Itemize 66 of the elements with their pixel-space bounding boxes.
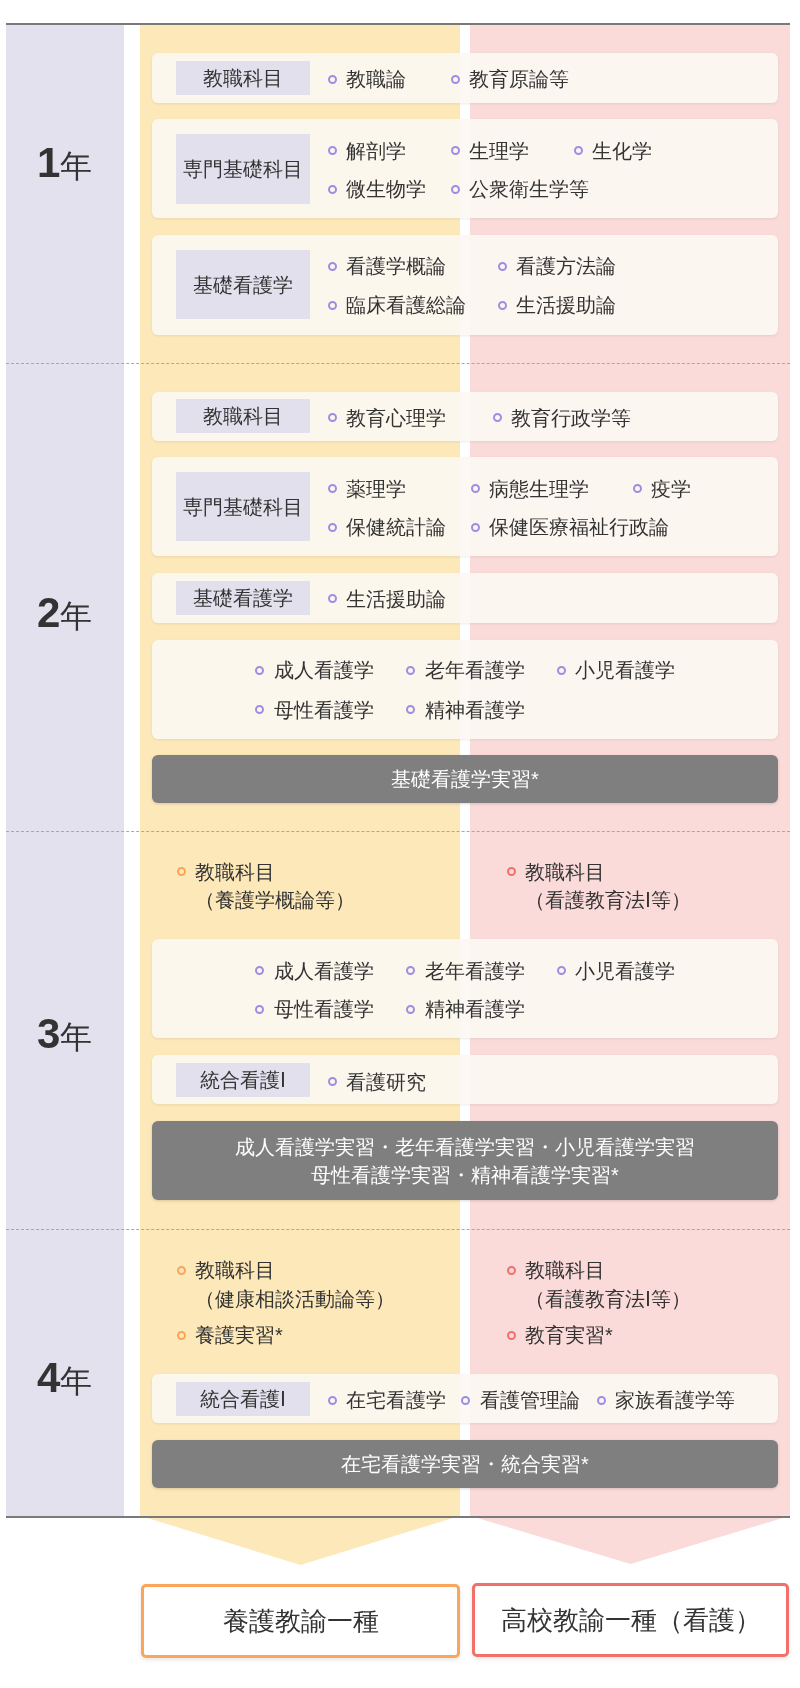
course-name: 臨床看護総論: [346, 293, 466, 318]
course-name: 成人看護学: [273, 658, 374, 683]
category-tag: 専門基礎科目: [176, 134, 310, 204]
course-name: 成人看護学: [273, 958, 374, 984]
course-name: 母性看護学: [273, 697, 374, 723]
practicum-bar: 基礎看護学実習*: [152, 755, 778, 803]
course-name: 教育心理学: [346, 405, 446, 431]
course-name: 教育行政学等: [511, 405, 632, 431]
course-name: 保健統計論: [346, 515, 446, 541]
course-name: 老年看護学: [424, 958, 525, 984]
category-tag: 教職科目: [176, 399, 310, 433]
course-name: 母性看護学: [273, 997, 374, 1023]
year-cell: [6, 363, 124, 831]
course-name: 教職科目: [525, 1258, 605, 1283]
category-tag: 統合看護Ⅰ: [176, 1063, 310, 1097]
course-name: 疫学: [651, 476, 691, 502]
year-cell: [6, 1229, 124, 1517]
course-name: 小児看護学: [575, 658, 675, 683]
year-label: 4年: [37, 1356, 93, 1403]
course-name: 保健医療福祉行政論: [489, 515, 669, 541]
qualification-box: 高校教諭一種（看護）: [472, 1583, 789, 1657]
course-name: 教職科目: [525, 859, 605, 885]
course-card: [152, 640, 778, 739]
course-name: 家族看護学等: [615, 1388, 735, 1413]
category-tag: 統合看護Ⅰ: [176, 1382, 310, 1416]
year-cell: [6, 24, 124, 363]
course-card: [152, 939, 778, 1038]
year-label: 2年: [37, 590, 93, 638]
course-note: （看護教育法Ⅰ等）: [525, 1287, 691, 1312]
year-cell: [6, 831, 124, 1229]
course-name: 教育原論等: [469, 67, 569, 92]
course-name: 小児看護学: [575, 958, 675, 984]
course-name: 教職論: [346, 67, 406, 92]
course-name: 養護実習*: [195, 1323, 283, 1348]
category-tag: 基礎看護学: [176, 581, 310, 615]
course-name: 生化学: [592, 138, 652, 164]
category-tag: 専門基礎科目: [176, 472, 310, 541]
course-name: 解剖学: [346, 138, 406, 164]
course-name: 教育実習*: [525, 1323, 613, 1348]
practicum-bar: 成人看護学実習・老年看護学実習・小児看護学実習母性看護学実習・精神看護学実習*: [152, 1121, 778, 1200]
course-name: 老年看護学: [424, 658, 525, 683]
course-name: 生理学: [469, 138, 529, 164]
course-note: （養護学概論等）: [195, 888, 355, 913]
course-name: 看護方法論: [516, 254, 616, 279]
course-name: 教職科目: [195, 1258, 275, 1283]
course-name: 看護研究: [346, 1069, 426, 1095]
practicum-bar: 在宅看護学実習・統合実習*: [152, 1440, 778, 1488]
category-tag: 基礎看護学: [176, 250, 310, 319]
qualification-box: 養護教諭一種: [141, 1584, 460, 1658]
course-name: 生活援助論: [346, 586, 446, 612]
course-note: （看護教育法Ⅰ等）: [525, 888, 691, 913]
course-name: 教職科目: [195, 859, 275, 885]
course-name: 薬理学: [346, 476, 406, 502]
course-name: 精神看護学: [424, 997, 525, 1023]
course-name: 病態生理学: [489, 476, 589, 502]
course-name: 微生物学: [346, 177, 426, 203]
course-name: 在宅看護学: [346, 1388, 446, 1413]
course-note: （健康相談活動論等）: [195, 1287, 395, 1312]
course-name: 生活援助論: [516, 293, 616, 318]
course-name: 公衆衛生学等: [469, 177, 589, 203]
category-tag: 教職科目: [176, 61, 310, 95]
year-label: 3年: [37, 1012, 93, 1059]
course-name: 看護管理論: [479, 1388, 580, 1413]
course-name: 精神看護学: [424, 697, 525, 723]
year-label: 1年: [37, 141, 93, 188]
course-name: 看護学概論: [346, 254, 446, 279]
